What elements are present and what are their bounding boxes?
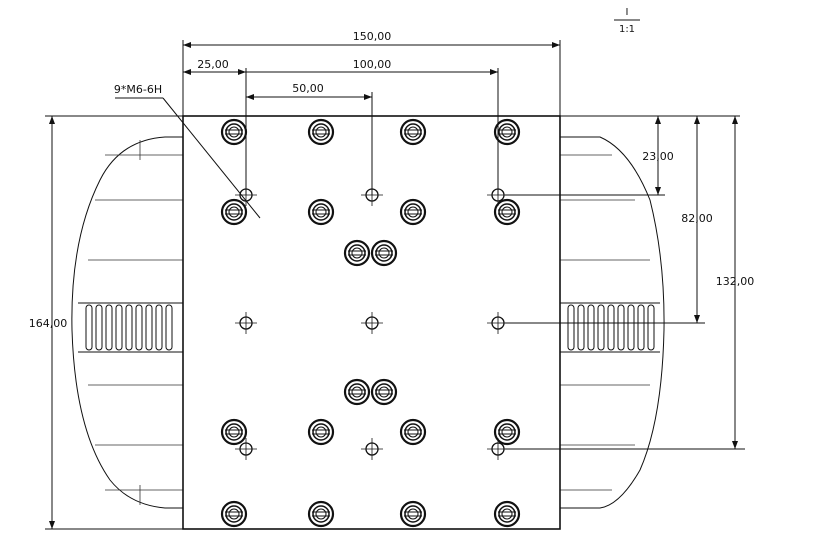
counterbore-hole — [399, 500, 427, 528]
dim-center-offset: 50,00 — [246, 82, 373, 195]
thread-callout-label: 9*M6-6H — [114, 83, 162, 96]
counterbore-hole — [343, 378, 371, 406]
threaded-hole — [235, 312, 257, 334]
counterbore-hole — [220, 198, 248, 226]
thread-callout: 9*M6-6H — [114, 83, 261, 219]
scale-view-label: I — [626, 7, 629, 18]
dim-hole-vertical-span: 132,00 — [505, 116, 755, 450]
counterbore-hole — [493, 118, 521, 146]
counterbore-hole — [493, 198, 521, 226]
counterbore-hole — [399, 418, 427, 446]
dim-offset-left: 25,00 — [183, 58, 247, 195]
dim-hole-vertical-span-label: 132,00 — [716, 275, 755, 288]
dim-edge-offset-top: 23,00 — [505, 115, 740, 196]
dim-offset-left-label: 25,00 — [197, 58, 229, 71]
counterbore-hole — [307, 418, 335, 446]
counterbore-hole — [370, 378, 398, 406]
counterbore-hole — [307, 118, 335, 146]
counterbore-hole — [399, 118, 427, 146]
dim-height-total-label: 164,00 — [29, 317, 68, 330]
left-carriage — [71, 136, 183, 509]
dim-overall-width-label: 150,00 — [353, 30, 392, 43]
dim-mid-height-label: 82,00 — [681, 212, 713, 225]
left-lead-screw — [78, 302, 183, 353]
threaded-holes — [235, 184, 509, 460]
counterbore-hole — [493, 500, 521, 528]
threaded-hole — [361, 312, 383, 334]
threaded-hole — [361, 438, 383, 460]
counterbore-hole — [220, 500, 248, 528]
counterbore-hole — [370, 239, 398, 267]
counterbore-hole — [399, 198, 427, 226]
counterbore-hole — [220, 418, 248, 446]
dim-center-offset-label: 50,00 — [292, 82, 324, 95]
threaded-hole — [487, 312, 509, 334]
counterbore-hole — [343, 239, 371, 267]
scale-ratio: 1:1 — [619, 24, 635, 35]
right-lead-screw — [560, 302, 660, 353]
counterbore-hole — [307, 500, 335, 528]
dim-edge-offset-top-label: 23,00 — [642, 150, 674, 163]
right-carriage — [560, 136, 665, 509]
dim-mid-height: 82,00 — [505, 116, 713, 324]
counterbore-hole — [493, 418, 521, 446]
counterbore-hole — [220, 118, 248, 146]
dim-overall-width: 150,00 — [182, 30, 561, 116]
dim-hole-span-label: 100,00 — [353, 58, 392, 71]
dim-height-total: 164,00 — [29, 115, 183, 530]
dim-hole-span: 100,00 — [246, 58, 499, 195]
threaded-hole — [235, 438, 257, 460]
counterbore-hole — [307, 198, 335, 226]
